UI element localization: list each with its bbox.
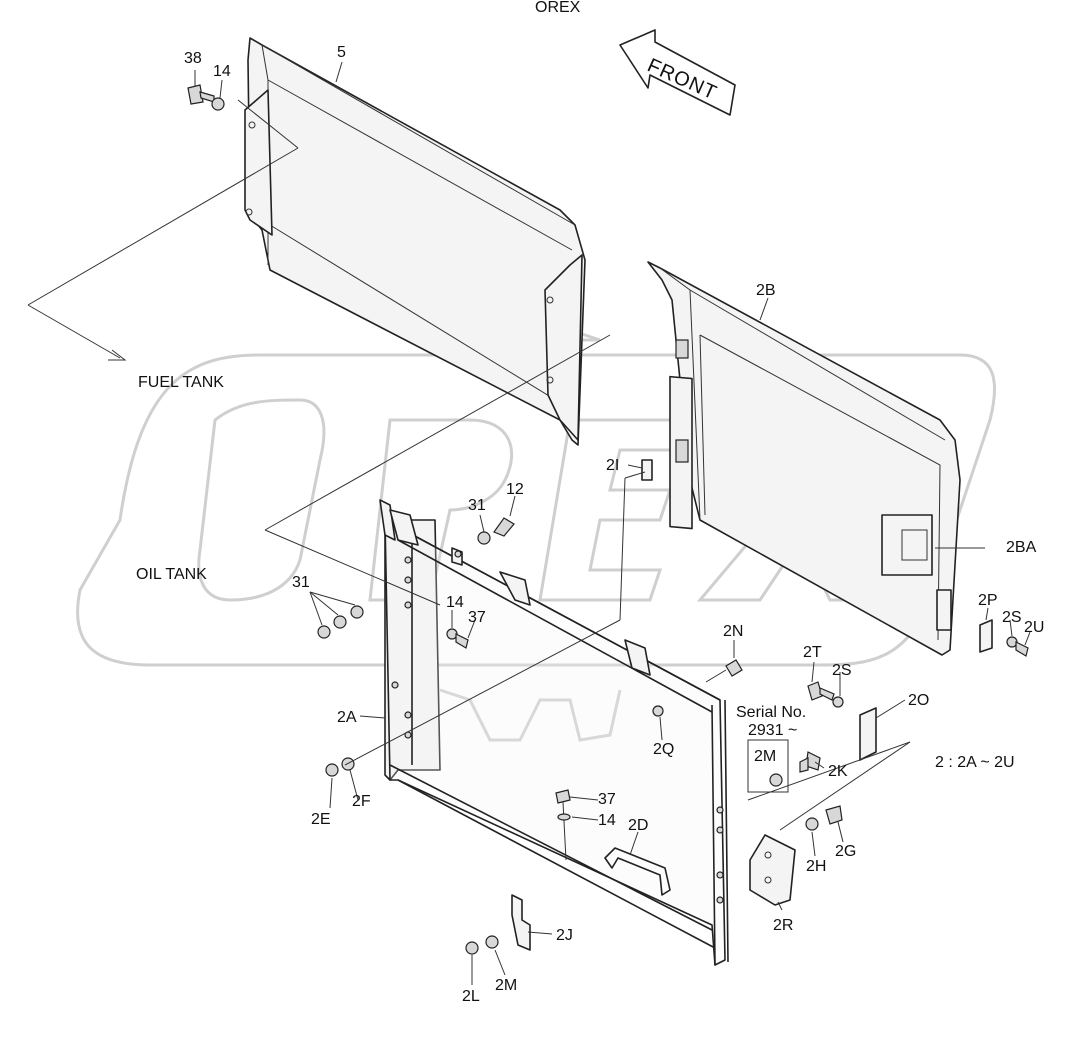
- callout-2p: 2P: [978, 592, 998, 609]
- callout-12: 12: [506, 481, 524, 498]
- leader-lines: [27, 61, 1031, 985]
- callout-37-b: 37: [598, 791, 616, 808]
- callout-2t: 2T: [803, 644, 822, 661]
- notes: FUEL TANK OIL TANK Serial No. 2931 ~ 2 :…: [136, 374, 1015, 771]
- serial-number-range: 2931 ~: [748, 722, 797, 739]
- callout-2d: 2D: [628, 817, 648, 834]
- callout-2ba: 2BA: [1006, 539, 1037, 556]
- panel-2b: [647, 261, 961, 656]
- callout-2i: 2I: [606, 457, 619, 474]
- callout-2s-b: 2S: [832, 662, 852, 679]
- callout-5: 5: [337, 44, 346, 61]
- callouts: 38 14 5 2B 2I 31 12 2BA 31 14 37 2P 2S 2…: [184, 44, 1044, 1005]
- callout-37: 37: [468, 609, 486, 626]
- serial-number-label: Serial No.: [736, 704, 806, 721]
- watermark-text: OREX: [535, 0, 581, 16]
- callout-14-b: 14: [446, 594, 464, 611]
- callout-2l: 2L: [462, 988, 480, 1005]
- bracket-2j: [511, 894, 531, 951]
- clip-2i: [641, 459, 653, 481]
- handle-2d: [604, 847, 671, 896]
- oil-tank-label: OIL TANK: [136, 566, 207, 583]
- callout-2o: 2O: [908, 692, 929, 709]
- callout-2m-boxed: 2M: [754, 748, 776, 765]
- callout-2n: 2N: [723, 623, 743, 640]
- callout-2s: 2S: [1002, 609, 1022, 626]
- callout-2m: 2M: [495, 977, 517, 994]
- front-direction-arrow: FRONT: [619, 29, 736, 116]
- serial-2m-box: [747, 739, 789, 793]
- callout-2a: 2A: [337, 709, 357, 726]
- hardware: [187, 84, 1029, 955]
- callout-2j: 2J: [556, 927, 573, 944]
- bracket-2r: [749, 834, 796, 906]
- callout-2b: 2B: [756, 282, 776, 299]
- callout-2e: 2E: [311, 811, 331, 828]
- panel-5: [244, 37, 586, 446]
- callout-31-b: 31: [292, 574, 310, 591]
- callout-14: 14: [213, 63, 231, 80]
- callout-14-c: 14: [598, 812, 616, 829]
- assembly-note: 2 : 2A ~ 2U: [935, 754, 1015, 771]
- fuel-tank-label: FUEL TANK: [138, 374, 224, 391]
- callout-2u: 2U: [1024, 619, 1044, 636]
- callout-2k: 2K: [828, 763, 848, 780]
- callout-2g: 2G: [835, 843, 856, 860]
- plate-2o: [859, 707, 877, 761]
- callout-2q: 2Q: [653, 741, 674, 758]
- frame-2a: [379, 499, 729, 966]
- callout-2r: 2R: [773, 917, 793, 934]
- callout-38: 38: [184, 50, 202, 67]
- callout-2f: 2F: [352, 793, 371, 810]
- front-label: FRONT: [644, 54, 720, 104]
- plate-2p: [979, 619, 993, 653]
- callout-31: 31: [468, 497, 486, 514]
- callout-2h: 2H: [806, 858, 826, 875]
